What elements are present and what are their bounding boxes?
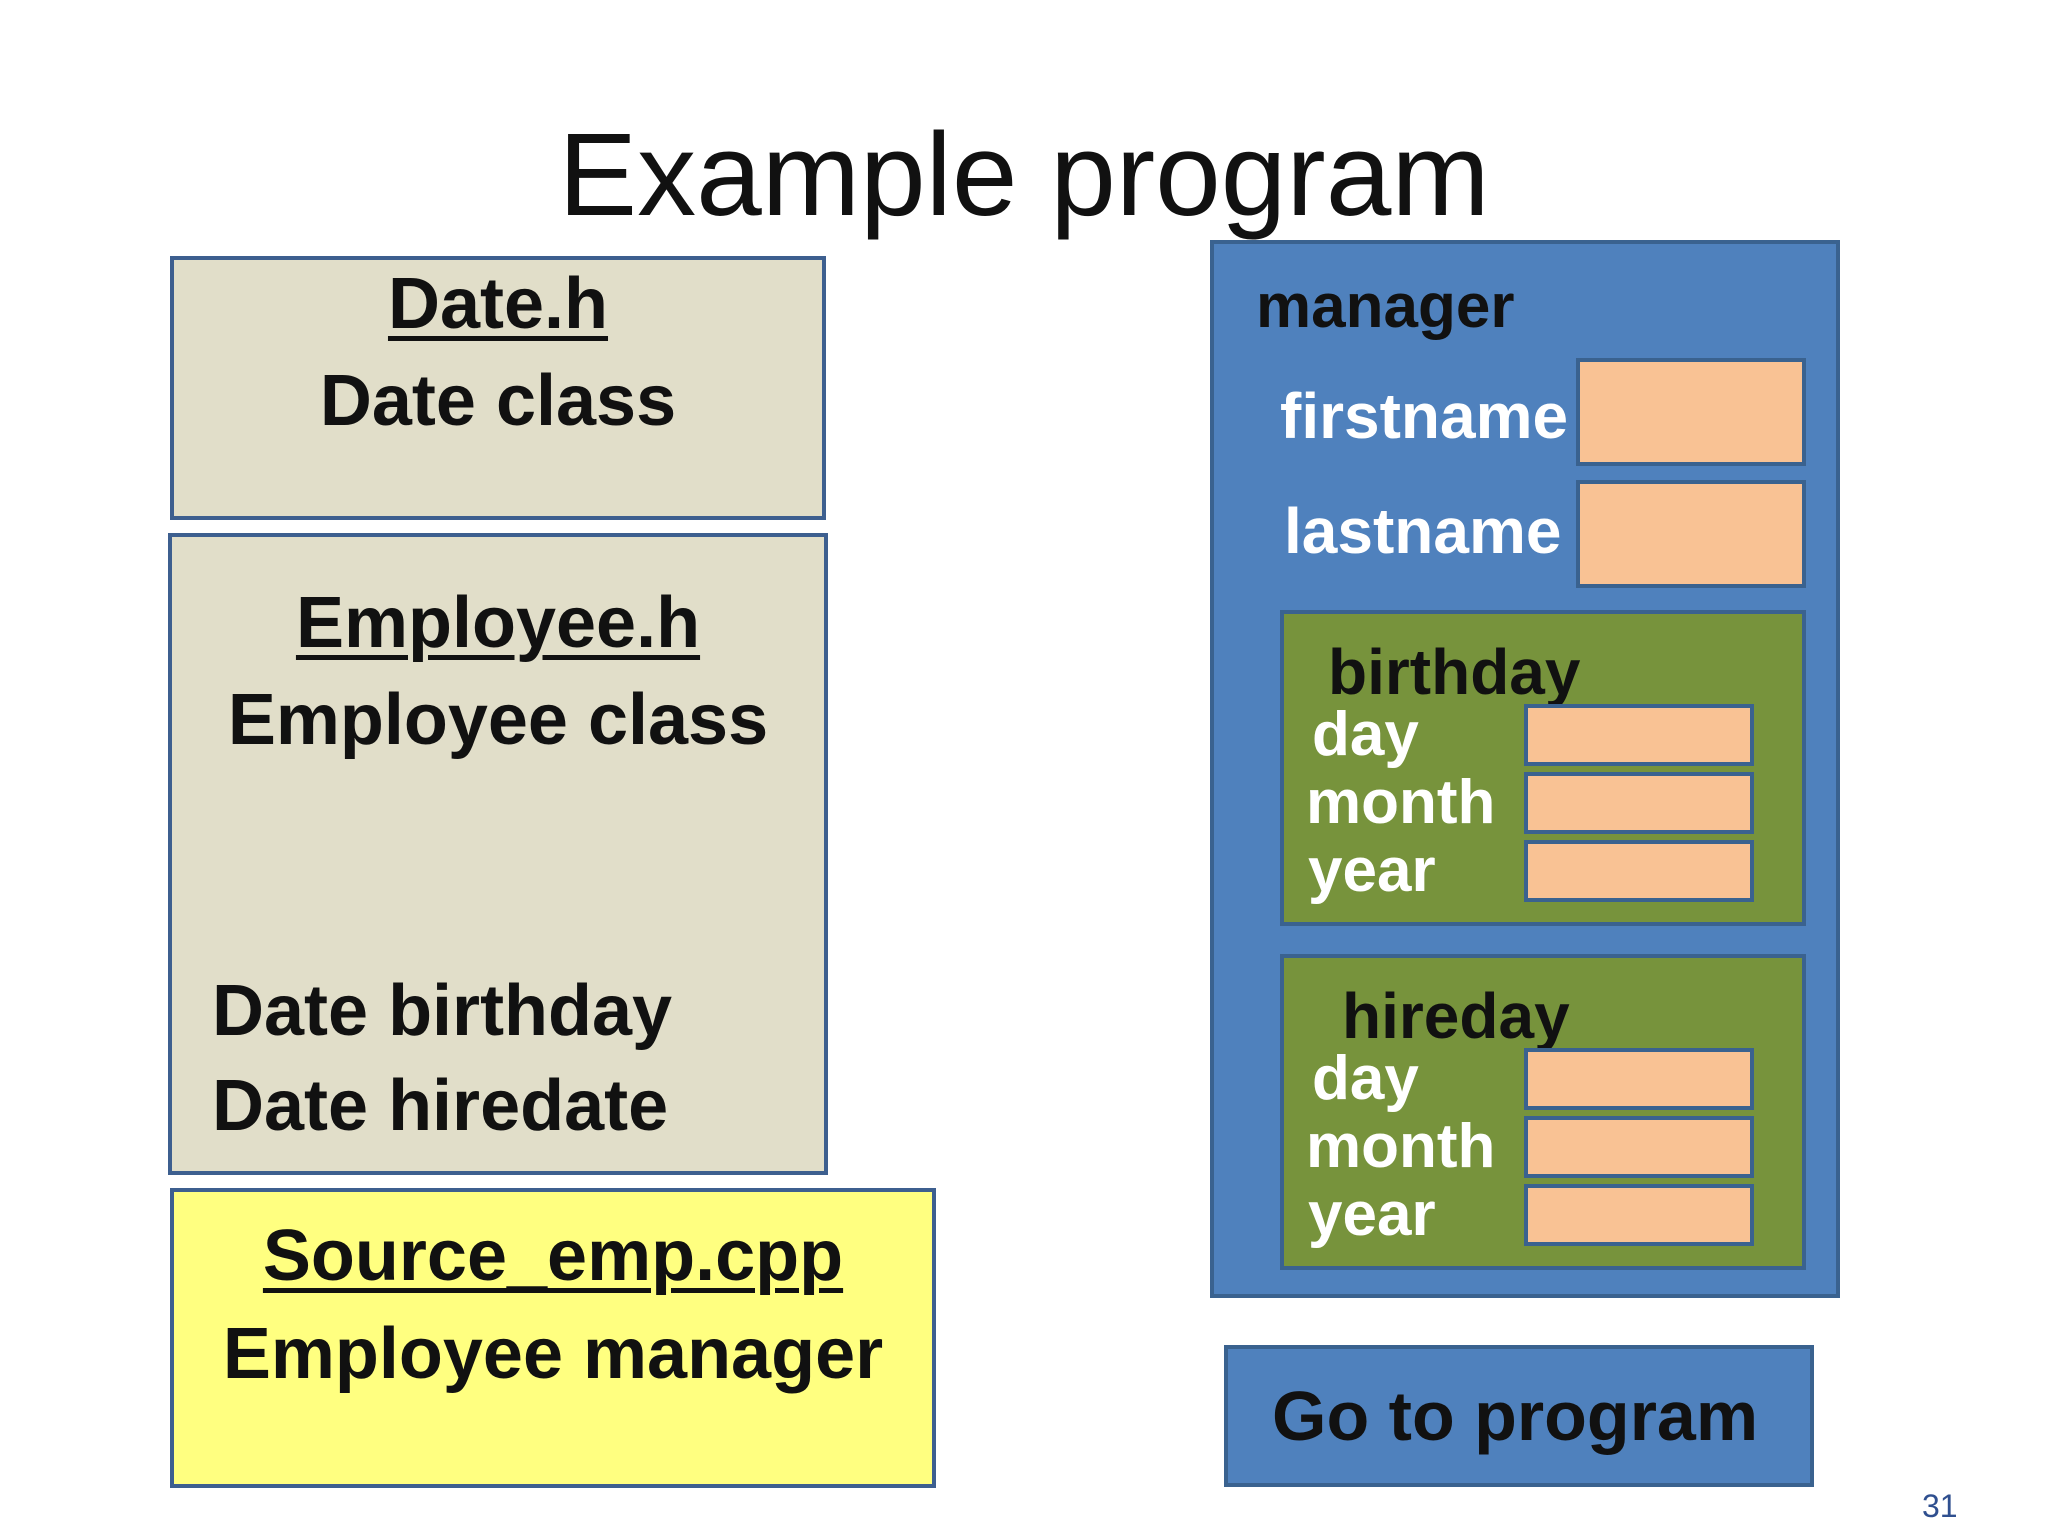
- employee-h-filename: Employee.h: [295, 583, 701, 663]
- birthday-field-month: month: [1306, 768, 1496, 837]
- lastname-value-slot: [1576, 480, 1806, 588]
- manager-object-box: manager firstname lastname birthday day …: [1210, 240, 1840, 1298]
- hireday-year-slot: [1524, 1184, 1754, 1246]
- employee-h-box: Employee.h Employee class Date birthday …: [168, 533, 828, 1175]
- date-h-box: Date.h Date class: [170, 256, 826, 520]
- manager-label: manager: [1256, 272, 1515, 341]
- hireday-field-year: year: [1308, 1180, 1436, 1249]
- hireday-month-slot: [1524, 1116, 1754, 1178]
- source-cpp-box: Source_emp.cpp Employee manager: [170, 1188, 936, 1488]
- page-number: 31: [1922, 1488, 1958, 1524]
- birthday-year-slot: [1524, 840, 1754, 902]
- go-to-program-button[interactable]: Go to program: [1224, 1345, 1814, 1487]
- birthday-day-slot: [1524, 704, 1754, 766]
- employee-member-birthday: Date birthday: [212, 971, 673, 1051]
- birthday-field-year: year: [1308, 836, 1436, 905]
- hireday-day-slot: [1524, 1048, 1754, 1110]
- field-label-firstname: firstname: [1280, 380, 1569, 452]
- date-h-filename: Date.h: [387, 264, 609, 344]
- slide-title: Example program: [558, 109, 1490, 241]
- hireday-field-month: month: [1306, 1112, 1496, 1181]
- birthday-month-slot: [1524, 772, 1754, 834]
- birthday-field-day: day: [1312, 700, 1419, 769]
- firstname-value-slot: [1576, 358, 1806, 466]
- go-to-program-label: Go to program: [1272, 1377, 1759, 1455]
- hireday-object-box: hireday day month year: [1280, 954, 1806, 1270]
- birthday-label: birthday: [1328, 636, 1581, 708]
- employee-h-description: Employee class: [227, 680, 769, 760]
- source-cpp-description: Employee manager: [222, 1314, 884, 1394]
- source-cpp-filename: Source_emp.cpp: [262, 1216, 844, 1296]
- employee-member-hiredate: Date hiredate: [212, 1066, 669, 1146]
- birthday-object-box: birthday day month year: [1280, 610, 1806, 926]
- hireday-label: hireday: [1342, 980, 1570, 1052]
- field-label-lastname: lastname: [1284, 495, 1562, 567]
- hireday-field-day: day: [1312, 1044, 1419, 1113]
- date-h-description: Date class: [319, 361, 677, 441]
